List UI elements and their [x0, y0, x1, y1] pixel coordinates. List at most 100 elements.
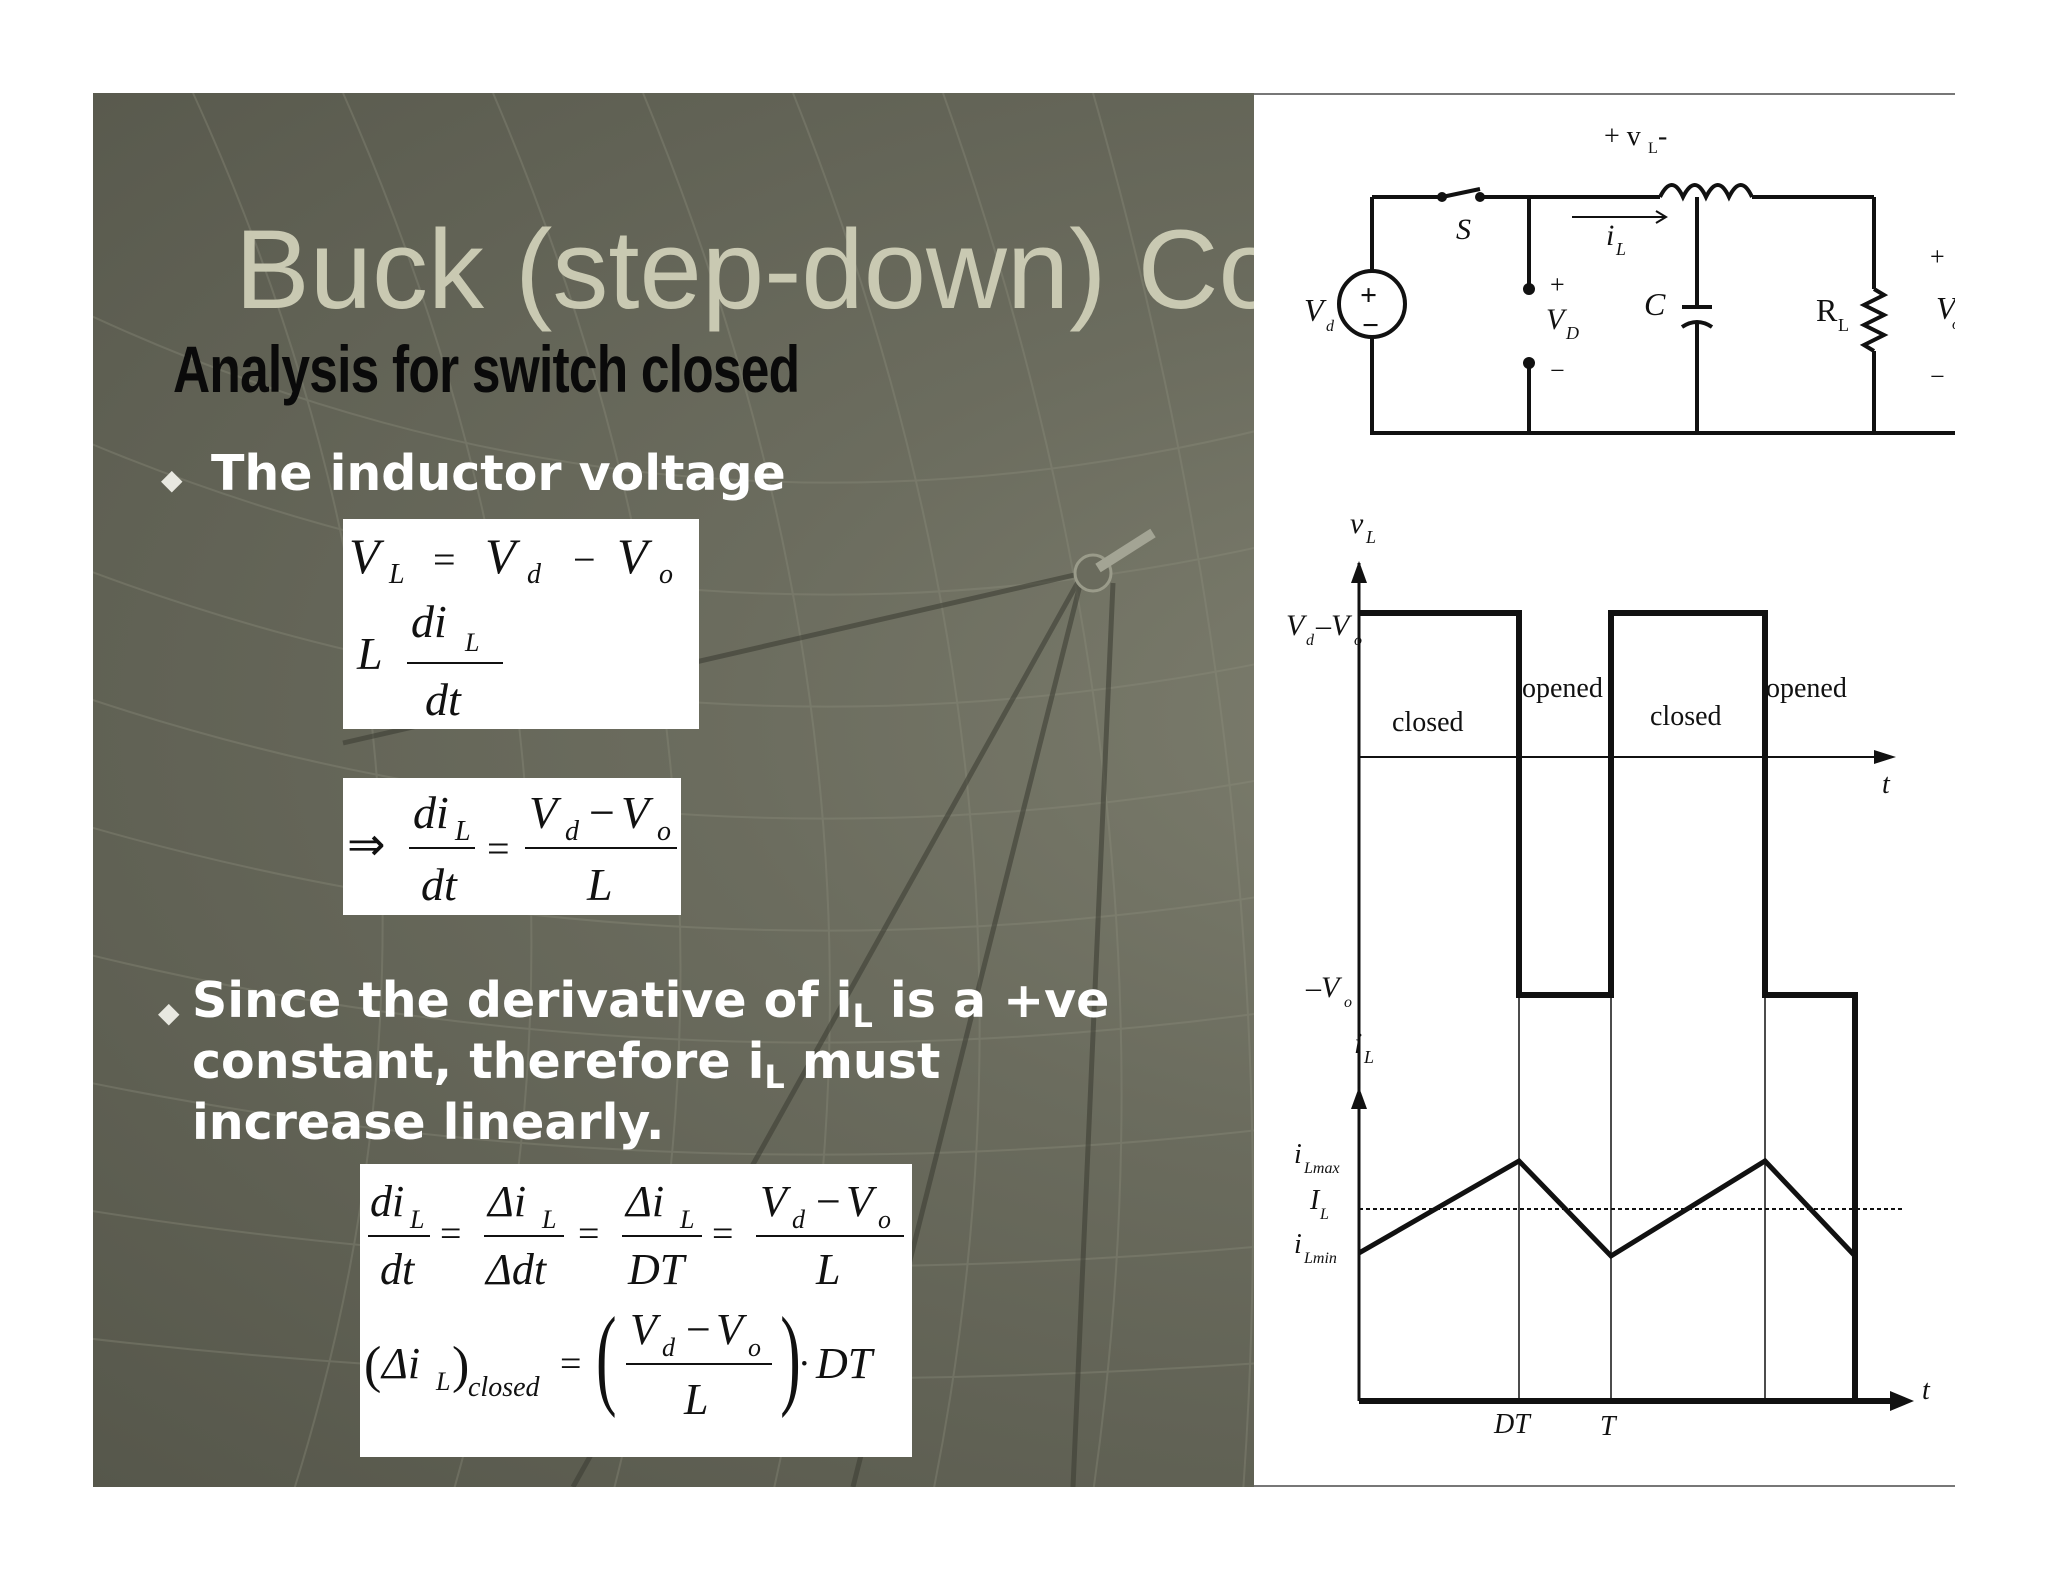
svg-text:(: ( — [364, 1337, 381, 1394]
il-avg-sub: L — [1319, 1206, 1329, 1223]
vo-sub: o — [1354, 632, 1362, 649]
ilmin-sub: Lmin — [1303, 1250, 1337, 1267]
svg-text:L: L — [586, 859, 613, 910]
svg-text:di: di — [370, 1177, 404, 1226]
slide-subtitle: Analysis for switch closed — [173, 332, 800, 406]
satellite-dish-icon — [1073, 528, 1156, 593]
svg-text:dt: dt — [421, 859, 458, 910]
source-minus: − — [1362, 309, 1379, 342]
vl-label: + v — [1604, 121, 1641, 152]
opened-label-2: opened — [1766, 673, 1847, 704]
figure-top-border — [1254, 93, 1955, 95]
diamond-bullet-icon: ◆ — [161, 463, 183, 496]
t-axis-label-1: t — [1882, 769, 1891, 800]
inductor-current-waveform — [1351, 1087, 1914, 1411]
svg-text:o: o — [657, 816, 671, 847]
svg-text:(: ( — [596, 1294, 617, 1419]
closed-label-1: closed — [1392, 707, 1464, 738]
slide-title: Buck (step-down) Co — [235, 207, 1281, 332]
svg-text:): ) — [780, 1294, 801, 1419]
svg-text:⇒: ⇒ — [347, 819, 386, 870]
svg-text:di: di — [413, 787, 449, 838]
svg-text:−: − — [589, 787, 615, 838]
svg-text:=: = — [433, 537, 456, 582]
output-sub: o — [1952, 316, 1955, 333]
svg-text:dt: dt — [380, 1245, 416, 1294]
il-label: i — [1606, 219, 1614, 252]
svg-text:L: L — [815, 1245, 840, 1294]
diode-label: V — [1546, 303, 1568, 336]
ilmax-label: i — [1294, 1139, 1302, 1170]
svg-text:L: L — [388, 559, 405, 590]
svg-text:o: o — [878, 1205, 891, 1234]
svg-text:dt: dt — [425, 674, 462, 725]
switch-label: S — [1456, 213, 1471, 246]
svg-text:−: − — [573, 537, 596, 582]
svg-text:−: − — [816, 1177, 841, 1226]
slide-background-pattern — [93, 93, 1394, 1487]
svg-text:V: V — [716, 1305, 748, 1354]
slide: Buck (step-down) Co Analysis for switch … — [93, 93, 1955, 1487]
il-avg-label: I — [1309, 1185, 1321, 1216]
vd-sub: d — [1306, 632, 1315, 649]
svg-text:−: − — [686, 1305, 711, 1354]
diode-minus: − — [1550, 356, 1565, 385]
dt-label: DT — [1493, 1409, 1532, 1440]
output-plus: + — [1930, 242, 1945, 271]
buck-circuit-diagram — [1337, 183, 1955, 435]
equation-delta-current: di L dt = Δi L Δdt = Δi L DT = V d − V o… — [360, 1164, 912, 1457]
svg-text:di: di — [411, 596, 447, 647]
source-plus: + — [1360, 279, 1377, 312]
svg-text:V: V — [349, 528, 385, 584]
svg-text:Δi: Δi — [624, 1177, 664, 1226]
svg-text:L: L — [409, 1205, 424, 1234]
ilmax-sub: Lmax — [1303, 1160, 1340, 1177]
vl-minus: - — [1658, 121, 1667, 152]
svg-text:V: V — [760, 1177, 792, 1226]
svg-text:V: V — [485, 528, 521, 584]
svg-text:L: L — [464, 628, 479, 657]
output-minus: − — [1930, 362, 1945, 391]
diamond-bullet-icon: ◆ — [158, 996, 180, 1029]
svg-text:): ) — [452, 1337, 469, 1394]
svg-text:·: · — [798, 1343, 811, 1385]
vl-sub: L — [1648, 140, 1658, 157]
svg-text:V: V — [621, 787, 654, 838]
svg-text:Δdt: Δdt — [484, 1245, 548, 1294]
load-sub: L — [1838, 315, 1849, 335]
vd-vo-label: V — [1286, 609, 1308, 642]
svg-text:o: o — [748, 1333, 761, 1362]
vo-label: –V — [1315, 609, 1353, 642]
svg-text:L: L — [356, 628, 383, 679]
inductor-voltage-waveform — [1351, 561, 1896, 1401]
capacitor-label: C — [1644, 286, 1666, 322]
svg-text:d: d — [527, 559, 542, 590]
svg-text:V: V — [529, 787, 562, 838]
svg-text:L: L — [679, 1205, 694, 1234]
svg-text:d: d — [792, 1205, 806, 1234]
svg-text:DT: DT — [815, 1339, 876, 1388]
closed-label-2: closed — [1650, 701, 1722, 732]
svg-text:L: L — [454, 816, 471, 847]
bullet-linear-increase: Since the derivative of iL is a +ve cons… — [192, 972, 1110, 1151]
neg-vo-label: –V — [1305, 971, 1343, 1004]
neg-vo-sub: o — [1344, 994, 1352, 1011]
svg-text:closed: closed — [468, 1372, 541, 1403]
svg-text:L: L — [435, 1367, 450, 1396]
figure-bottom-border — [1254, 1485, 1955, 1487]
svg-text:=: = — [578, 1213, 599, 1255]
svg-text:=: = — [712, 1213, 733, 1255]
svg-text:V: V — [846, 1177, 878, 1226]
diode-plus: + — [1550, 270, 1565, 299]
diode-sub: D — [1565, 323, 1579, 343]
svg-text:d: d — [565, 816, 580, 847]
svg-text:L: L — [541, 1205, 556, 1234]
svg-text:d: d — [662, 1333, 676, 1362]
t-axis-label-2: t — [1922, 1375, 1931, 1406]
bullet-inductor-voltage: The inductor voltage — [211, 445, 786, 502]
svg-text:V: V — [630, 1305, 662, 1354]
source-sub: d — [1326, 318, 1335, 335]
il-sub: L — [1615, 239, 1626, 259]
vl-axis-label: v — [1350, 507, 1364, 540]
svg-text:=: = — [440, 1213, 461, 1255]
